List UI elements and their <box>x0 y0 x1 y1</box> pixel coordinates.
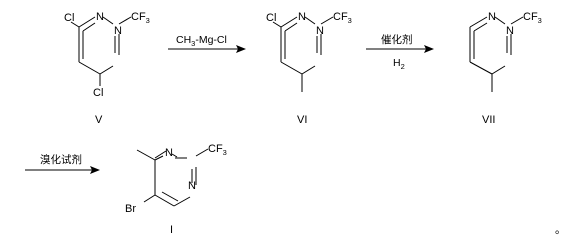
trifluoromethyl-label: CF3 <box>208 143 227 157</box>
trailing-period: 。 <box>555 224 565 236</box>
chlorine-atom-label: Cl <box>64 12 74 24</box>
step2-hydrogen-label: H2 <box>393 57 405 71</box>
compound-VII-label: VII <box>482 114 495 126</box>
trifluoromethyl-label: CF3 <box>523 11 542 25</box>
compound-VI-structure <box>272 16 334 92</box>
compound-VII-structure <box>469 16 524 92</box>
nitrogen-atom-label: N <box>488 11 496 23</box>
nitrogen-atom-label: N <box>298 11 306 23</box>
reaction-arrow-3 <box>25 166 100 174</box>
compound-V-label: V <box>95 114 103 126</box>
compound-I-structure <box>136 148 209 207</box>
reaction-arrow-2 <box>366 45 434 53</box>
nitrogen-atom-label: N <box>114 25 122 37</box>
nitrogen-atom-label: N <box>96 11 104 23</box>
bromine-atom-label: Br <box>125 203 136 215</box>
chlorine-atom-label: Cl <box>266 12 276 24</box>
nitrogen-atom-label: N <box>506 25 514 37</box>
reaction-arrow-1 <box>168 45 246 53</box>
compound-VI-label: VI <box>297 114 307 126</box>
trifluoromethyl-label: CF3 <box>333 11 352 25</box>
trifluoromethyl-label: CF3 <box>131 11 150 25</box>
compound-V-structure <box>70 16 132 86</box>
step2-catalyst-label: 催化剂 <box>381 33 413 46</box>
chlorine-atom-label: Cl <box>93 87 103 99</box>
step1-reagent: CH3-Mg-Cl <box>176 34 227 48</box>
nitrogen-atom-label: N <box>188 180 196 192</box>
nitrogen-atom-label: N <box>165 147 173 159</box>
nitrogen-atom-label: N <box>316 25 324 37</box>
compound-I-label: I <box>170 224 173 236</box>
step3-brominating-reagent: 溴化试剂 <box>40 153 82 166</box>
